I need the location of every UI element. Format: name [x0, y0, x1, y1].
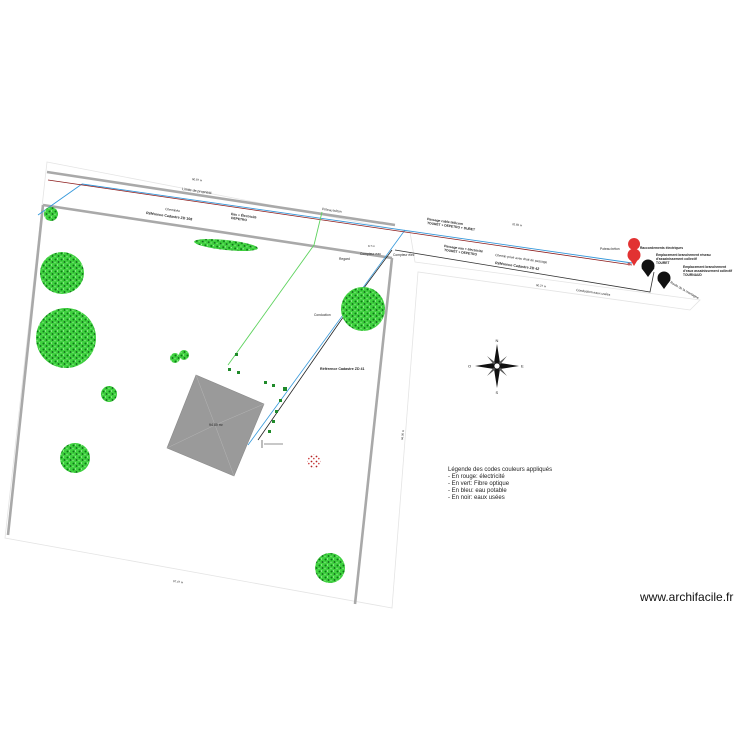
- label-eau-elec: Eau + Électricité: [231, 211, 257, 220]
- compass-rose-icon: N S E O: [468, 338, 524, 395]
- tree: [179, 350, 189, 360]
- label-ref-zd108: Référence Cadastre ZD 108: [146, 211, 193, 221]
- property-boundary: [6, 170, 396, 605]
- label-empl2-l1: Emplacement branchement: [683, 265, 727, 269]
- label-empl2-l3: TOURNAUD: [683, 273, 702, 277]
- svg-text:N: N: [496, 338, 499, 343]
- legend-item: - En rouge: électricité: [448, 474, 505, 480]
- legend-item: - En bleu: eau potable: [448, 488, 507, 494]
- label-passage-eau: Passage eau + électricité: [444, 244, 483, 253]
- legend-item: - En vert: Fibre optique: [448, 481, 510, 487]
- plot-outline: [4, 161, 701, 609]
- color-legend: Légende des codes couleurs appliqués - E…: [448, 467, 552, 502]
- house-area: 94.89 m²: [209, 423, 224, 427]
- label-fibre-owner: TOURET + DEPETRO + DUBET: [427, 221, 475, 232]
- pole-dot: [627, 262, 631, 266]
- small-shrubs: [228, 353, 287, 433]
- label-empl1-l2: d'assainissement collectif: [656, 257, 698, 261]
- trees: [36, 207, 385, 583]
- label-dim-bottom: 67.47 m: [173, 579, 184, 584]
- house: 94.89 m²: [166, 374, 265, 477]
- label-ref-zd42: Référence Cadastre ZD 42: [495, 261, 540, 271]
- legend-item: - En noir: eaux usées: [448, 495, 505, 501]
- legend-title: Légende des codes couleurs appliqués: [448, 467, 553, 473]
- water-line: [37, 183, 83, 216]
- label-depetro: DEPETRO: [231, 216, 248, 222]
- markers: [627, 238, 671, 289]
- electricity-line: [47, 179, 633, 266]
- label-route: Route de la montagne: [670, 280, 700, 300]
- fiber-line: [227, 211, 323, 366]
- label-compteur: Compteur eau: [360, 252, 381, 256]
- svg-text:S: S: [496, 390, 499, 395]
- label-tourret-depetro: TOURET + DEPETRO: [444, 248, 478, 257]
- wastewater-pin-icon: [641, 259, 655, 277]
- tree: [101, 386, 117, 402]
- label-poteau-1: Poteau béton: [322, 207, 342, 214]
- label-conduction-2: Conduction: [314, 313, 331, 317]
- label-empl1-l1: Emplacement branchement réseau: [656, 253, 711, 257]
- network-lines: [37, 179, 655, 448]
- label-conduction-1: Conduction eaux usées: [576, 288, 611, 297]
- tree: [341, 287, 385, 331]
- tree: [315, 553, 345, 583]
- label-dim-top2: 32.65 m: [512, 222, 523, 227]
- tree: [36, 308, 96, 368]
- plan-labels: Limite de propriété Cheminée Référence C…: [146, 177, 733, 584]
- water-line-main: [81, 183, 633, 264]
- label-dim-top: 60.87 m: [192, 177, 203, 182]
- label-chemin: Chemin privé avec droit de passage: [495, 253, 548, 264]
- label-dim-right: 66.00 m: [400, 429, 405, 440]
- label-limite: Limite de propriété: [182, 187, 212, 195]
- tree: [170, 353, 180, 363]
- hedge: [194, 239, 258, 251]
- label-poteau-2: Poteau béton: [600, 247, 620, 251]
- label-regard: Regard: [339, 257, 350, 261]
- label-dim-mid: 60.27 m: [536, 283, 547, 288]
- tree: [60, 443, 90, 473]
- label-empl2-l2: d'eaux assainissement collectif: [683, 269, 733, 273]
- label-passage-fibre: Passage cable télécom: [427, 217, 463, 226]
- svg-text:E: E: [521, 364, 524, 369]
- label-empl1-l3: TOURET: [656, 261, 670, 265]
- tree: [40, 252, 84, 294]
- label-ref-zd41: Référence Cadastre ZD 41: [320, 367, 365, 371]
- label-raccordements: Raccordements électriques: [640, 246, 683, 250]
- wastewater-line-branch: [257, 249, 393, 441]
- water-line-branch: [247, 229, 406, 446]
- label-cheminee: Cheminée: [165, 207, 181, 213]
- label-dim-small: 9.7 m: [368, 244, 376, 248]
- watermark[interactable]: www.archifacile.fr: [640, 590, 734, 604]
- wastewater-pin-icon: [657, 271, 671, 289]
- wastewater-line: [394, 249, 655, 293]
- label-compteur-elec: Compteur élec: [393, 253, 415, 257]
- red-shrub: [307, 454, 321, 468]
- svg-text:O: O: [468, 364, 471, 369]
- tree: [44, 207, 58, 221]
